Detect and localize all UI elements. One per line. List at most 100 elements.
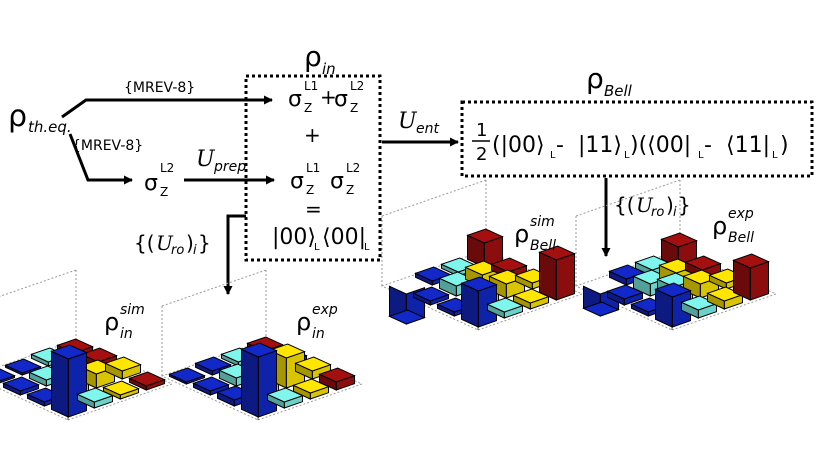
bar — [460, 276, 498, 328]
svg-text:U: U — [636, 193, 654, 217]
bar — [654, 282, 692, 328]
svg-text:L2: L2 — [350, 79, 364, 93]
svg-text:{(: {( — [134, 231, 155, 255]
bar — [706, 286, 744, 310]
mrev-bottom-label: {MREV-8} — [72, 138, 143, 154]
svg-text:in: in — [322, 60, 336, 78]
svg-text:ro: ro — [171, 243, 184, 258]
sigma-l1-sigma-l2-product: σ L1 Z σ L2 Z — [290, 161, 360, 197]
u-prep-label: U prep — [196, 147, 246, 175]
svg-text:L: L — [698, 150, 704, 161]
bar — [50, 344, 88, 418]
svg-text:+: + — [320, 85, 337, 109]
bar — [102, 380, 140, 400]
arrow-readout-in — [223, 214, 246, 295]
bar — [318, 367, 356, 391]
svg-text:L: L — [772, 150, 778, 161]
rho-thermal-label: ρ th.eq. — [8, 99, 72, 136]
bar — [606, 284, 644, 306]
bar-plot-rho-in-sim — [0, 269, 174, 421]
svg-text:σ: σ — [144, 171, 158, 196]
bar — [194, 356, 232, 376]
rho-bell-exp-label: ρ exp Bell — [712, 206, 754, 246]
bar — [292, 378, 330, 400]
svg-text:-: - — [556, 133, 564, 158]
svg-text:Bell: Bell — [604, 82, 633, 100]
bar-plot-rho-in-exp — [160, 269, 364, 421]
svg-text:exp: exp — [312, 302, 338, 318]
bar — [466, 228, 504, 268]
bar — [512, 288, 550, 310]
bar — [192, 376, 230, 396]
bar — [168, 367, 206, 385]
u-ent-label: U ent — [398, 109, 439, 137]
svg-text:Z: Z — [306, 183, 314, 197]
svg-text:|00⟩: |00⟩ — [272, 225, 316, 250]
bar — [294, 356, 332, 380]
bar — [4, 358, 42, 376]
bar — [104, 356, 142, 380]
plot-wall — [381, 179, 487, 217]
plus-sign: + — [304, 123, 321, 147]
bar — [128, 371, 166, 391]
svg-text:(|00⟩: (|00⟩ — [492, 133, 545, 158]
rho-bell-box — [460, 100, 814, 178]
equals-sign: = — [305, 197, 322, 221]
svg-text:L1: L1 — [306, 161, 320, 175]
svg-text:⟨00|: ⟨00| — [322, 225, 366, 250]
svg-text:i: i — [673, 205, 677, 220]
arrow-mrev-top — [61, 95, 273, 119]
svg-text:L: L — [314, 242, 320, 253]
svg-text:σ: σ — [288, 87, 302, 112]
svg-text:)(⟨00|: )(⟨00| — [630, 133, 691, 158]
svg-text:ρ: ρ — [296, 308, 311, 336]
svg-text:sim: sim — [120, 302, 145, 318]
svg-text:ρ: ρ — [104, 308, 119, 336]
bar — [2, 376, 40, 396]
svg-text:U: U — [156, 231, 174, 255]
bar — [732, 253, 770, 301]
sigma-z-l2-intermediate: σ L2 Z — [144, 161, 174, 199]
rho-in-sim-label: ρ sim in — [104, 302, 145, 342]
svg-text:Bell: Bell — [530, 238, 556, 254]
svg-text:L: L — [364, 242, 370, 253]
sigma-l1-plus-sigma-l2: σ L1 Z + σ L2 Z — [288, 79, 364, 115]
svg-text:exp: exp — [728, 206, 754, 222]
plot-wall — [0, 269, 77, 297]
readout-label-in: {( U ro ) i } — [134, 231, 211, 258]
svg-text:ρ: ρ — [8, 99, 27, 134]
svg-text:}: } — [678, 193, 691, 217]
rho-bell-sim-label: ρ sim Bell — [514, 214, 556, 254]
svg-text:in: in — [120, 326, 133, 342]
svg-text:Bell: Bell — [728, 230, 754, 246]
svg-text:i: i — [193, 243, 197, 258]
svg-text:|11⟩: |11⟩ — [578, 133, 622, 158]
svg-text:sim: sim — [530, 214, 555, 230]
svg-text:): ) — [780, 133, 789, 158]
bell-state-expression: 1 2 (|00⟩ L - |11⟩ L )(⟨00| L - ⟨11| L ) — [472, 120, 789, 165]
rho-in-box — [244, 74, 382, 262]
svg-text:}: } — [198, 231, 211, 255]
svg-text:ent: ent — [416, 121, 439, 137]
svg-text:prep: prep — [213, 159, 246, 175]
plot-wall — [161, 269, 267, 307]
svg-text:σ: σ — [334, 87, 348, 112]
bar — [76, 387, 114, 409]
bar — [538, 245, 576, 301]
bar-plot-rho-bell-exp — [574, 179, 778, 331]
svg-text:σ: σ — [330, 169, 344, 194]
svg-text:ρ: ρ — [514, 220, 529, 248]
mrev-top-label: {MREV-8} — [124, 80, 195, 96]
svg-text:U: U — [398, 109, 418, 134]
bar-plot-rho-bell-sim — [380, 179, 584, 331]
svg-text:Z: Z — [350, 101, 358, 115]
plot-floor — [0, 339, 174, 421]
svg-text:U: U — [196, 147, 216, 172]
svg-text:σ: σ — [290, 169, 304, 194]
svg-text:L: L — [550, 150, 556, 161]
svg-text:1: 1 — [476, 120, 487, 141]
svg-text:ρ: ρ — [712, 212, 727, 240]
ket-bra-00: |00⟩ L ⟨00| L — [272, 225, 370, 253]
rho-in-exp-label: ρ exp in — [296, 302, 338, 342]
